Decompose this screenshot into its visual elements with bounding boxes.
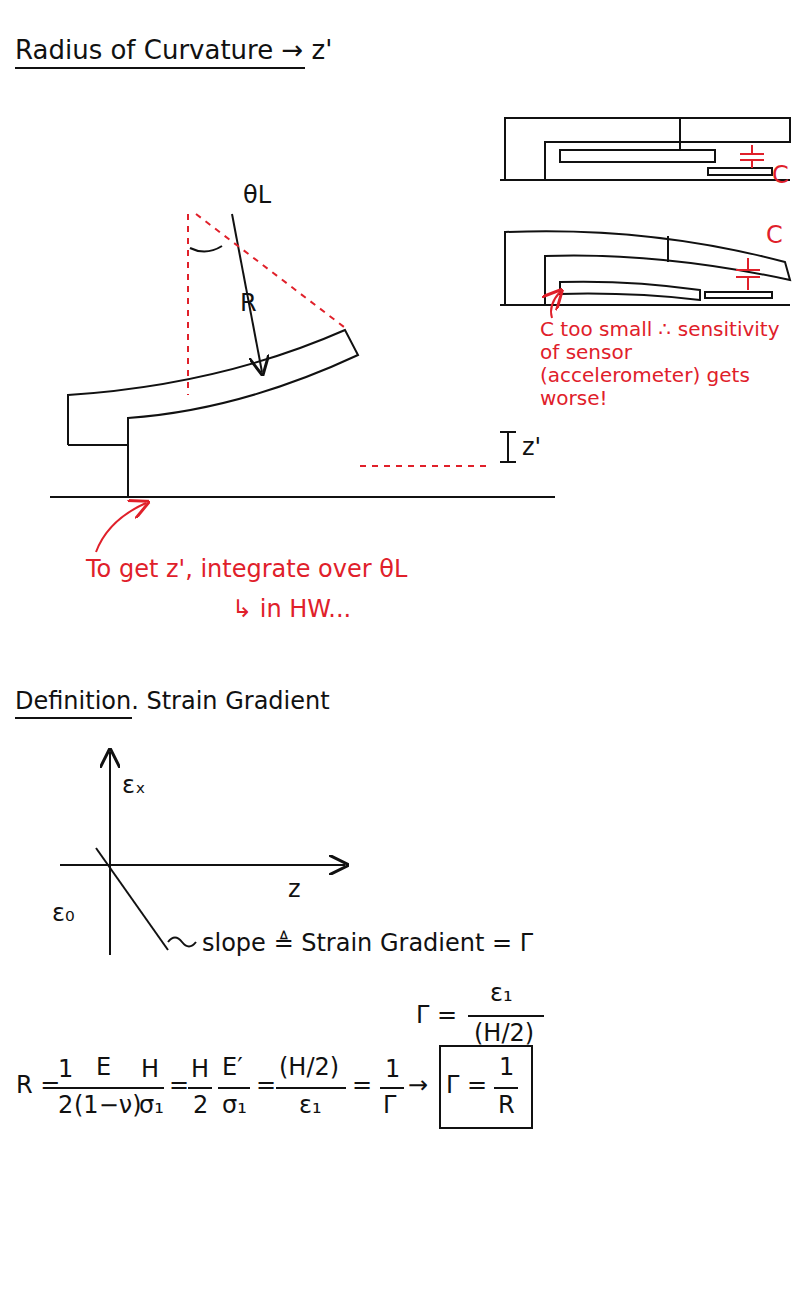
slope-note: slope ≜ Strain Gradient = Γ (202, 930, 533, 958)
equation-part: σ₁ (139, 1092, 164, 1120)
section-heading: Definition. Strain Gradient (15, 688, 330, 716)
equation-part: 2 (193, 1092, 208, 1120)
angle-label: θL (243, 182, 271, 210)
equation-part: R = (16, 1072, 60, 1100)
equation-part: 1 (499, 1054, 514, 1082)
margin-note: C too small ∴ sensitivity of sensor (acc… (540, 318, 798, 410)
equation-part: E (96, 1054, 111, 1082)
margin-note: ↳ in HW... (232, 596, 351, 624)
equation-part: (1−ν) (74, 1092, 142, 1120)
equation-part: ε₁ (299, 1092, 322, 1120)
equation-part: Γ = (416, 1002, 457, 1030)
equation-part: Γ (383, 1092, 396, 1120)
equation-part: = (169, 1072, 189, 1100)
equation-part: (H/2) (474, 1020, 534, 1048)
equation-part: H (141, 1056, 159, 1084)
equation-part: 1 (385, 1056, 400, 1084)
radius-label: R (240, 290, 257, 318)
margin-note: To get z', integrate over θL (86, 556, 407, 584)
equation-part: 1 (58, 1056, 73, 1084)
equation-part: Γ = (446, 1072, 487, 1100)
capacitor-label: C (766, 222, 783, 250)
intercept-label: ε₀ (52, 900, 75, 928)
axis-label: εₓ (122, 772, 146, 800)
deflection-label: z' (522, 434, 541, 462)
axis-label: z (288, 876, 301, 904)
equation-part: → (408, 1072, 428, 1100)
equation-part: σ₁ (222, 1092, 247, 1120)
equation-part: 2 (58, 1092, 73, 1120)
capacitor-label: C (772, 162, 789, 190)
equation-part: R (498, 1092, 515, 1120)
equation-part: E′ (222, 1054, 243, 1082)
equation-part: = (352, 1072, 372, 1100)
equation-part: = (256, 1072, 276, 1100)
equation-part: ε₁ (490, 980, 513, 1008)
equation-part: (H/2) (279, 1054, 339, 1082)
equation-part: H (191, 1056, 209, 1084)
page-heading: Radius of Curvature → z' (15, 36, 332, 66)
